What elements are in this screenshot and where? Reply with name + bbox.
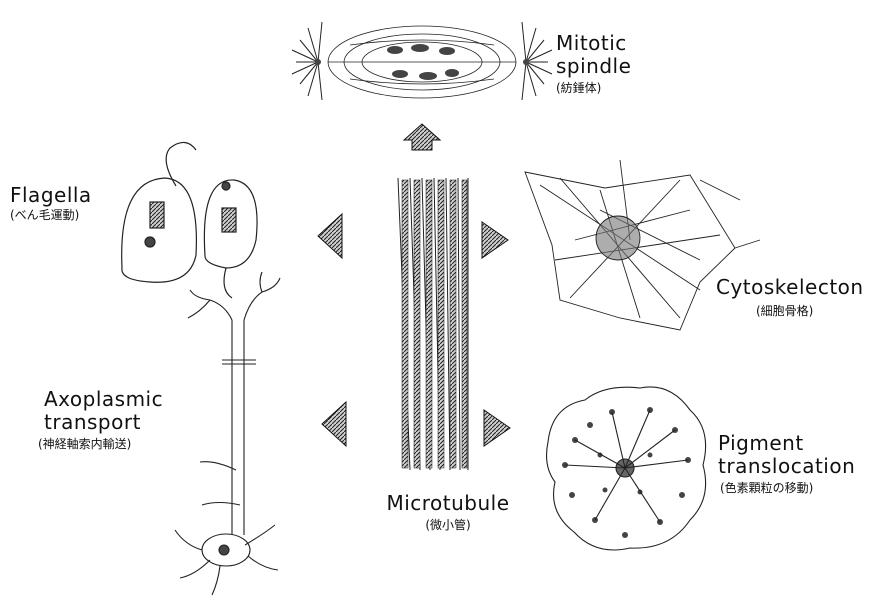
flagella-sublabel: (べん毛運動): [10, 209, 92, 223]
center-sublabel: (微小管): [368, 519, 528, 533]
pigment-cell-illustration: [547, 387, 706, 550]
pigment-label: Pigment translocation (色素顆粒の移動): [718, 432, 855, 496]
center-title: Microtubule: [368, 492, 528, 515]
spindle-sublabel: (紡錘体): [556, 82, 631, 96]
microtubule-bundle-illustration: [398, 178, 468, 470]
cytoskeleton-title: Cytoskelecton: [716, 276, 864, 299]
axoplasmic-title-line-2: transport: [44, 411, 163, 434]
pigment-sublabel: (色素顆粒の移動): [720, 482, 855, 496]
axoplasmic-label: Axoplasmic transport (神経軸索内輸送): [44, 388, 163, 452]
flagella-title: Flagella: [10, 184, 92, 207]
arrow-up: [404, 124, 440, 150]
arrow-right-upper: [482, 222, 508, 258]
cytoskeleton-label: Cytoskelecton (細胞骨格): [716, 276, 864, 319]
arrow-left-upper: [318, 214, 342, 258]
flagella-illustration: [122, 142, 257, 298]
spindle-title-line-2: spindle: [556, 55, 631, 78]
spindle-title-line-1: Mitotic: [556, 32, 631, 55]
cytoskeleton-sublabel: (細胞骨格): [756, 305, 864, 319]
center-label: Microtubule (微小管): [368, 492, 528, 533]
mitotic-spindle-illustration: [292, 22, 552, 100]
pigment-title-line-2: translocation: [718, 455, 855, 478]
flagella-label: Flagella (べん毛運動): [10, 184, 92, 223]
axoplasmic-sublabel: (神経軸索内輸送): [38, 438, 163, 452]
arrow-right-lower: [484, 410, 510, 446]
pigment-title-line-1: Pigment: [718, 432, 855, 455]
arrow-left-lower: [322, 402, 346, 446]
neuron-illustration: [175, 272, 280, 595]
spindle-label: Mitotic spindle (紡錘体): [556, 32, 631, 96]
axoplasmic-title-line-1: Axoplasmic: [44, 388, 163, 411]
